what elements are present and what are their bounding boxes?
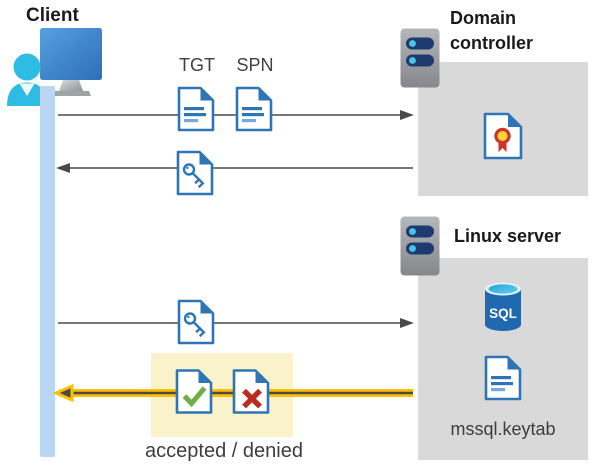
denied-doc-icon <box>232 368 270 415</box>
accepted-doc-icon <box>175 368 213 415</box>
linux-server-icon <box>400 216 440 276</box>
sql-database-icon: SQL <box>484 281 522 333</box>
certificate-doc-icon <box>483 112 523 160</box>
domain-controller-server-icon <box>400 28 440 88</box>
linux-server-label: Linux server <box>454 226 562 246</box>
key-doc-icon-response <box>176 150 214 196</box>
client-label: Client <box>26 5 79 26</box>
key-doc-icon-request <box>177 299 215 345</box>
spn-label: SPN <box>236 55 274 75</box>
spn-doc-icon <box>235 86 273 132</box>
sql-badge-text: SQL <box>489 306 517 321</box>
domain-controller-label: Domain controller <box>450 8 534 53</box>
keytab-doc-icon <box>484 355 522 401</box>
result-label: accepted / denied <box>145 440 303 462</box>
client-timeline-bar <box>40 86 55 457</box>
keytab-label: mssql.keytab <box>450 419 556 439</box>
tgt-doc-icon <box>177 86 215 132</box>
arrow-tgt-spn-request <box>58 110 414 120</box>
arrow-ticket-response <box>56 163 413 173</box>
arrow-key-to-linux <box>58 318 414 328</box>
tgt-label: TGT <box>179 55 215 75</box>
